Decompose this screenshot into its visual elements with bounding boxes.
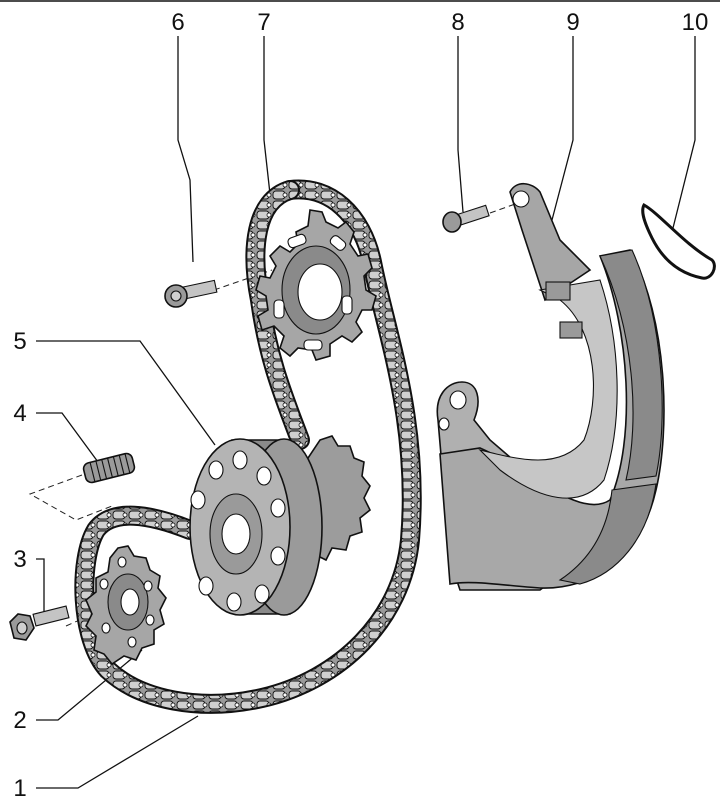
spring bbox=[82, 452, 136, 484]
tensioner-assembly bbox=[436, 182, 665, 591]
bolt-6 bbox=[164, 279, 218, 308]
seal-ring bbox=[641, 202, 716, 280]
crankshaft-sprocket bbox=[85, 545, 167, 666]
intermediate-gear bbox=[189, 435, 372, 616]
callout-6: 6 bbox=[171, 9, 184, 36]
bolt-8 bbox=[442, 204, 490, 233]
callout-9: 9 bbox=[566, 9, 579, 36]
callout-labels: 6 7 8 9 10 5 4 3 2 1 bbox=[13, 9, 708, 802]
callout-3: 3 bbox=[13, 546, 26, 573]
callout-7: 7 bbox=[257, 9, 270, 36]
callout-2: 2 bbox=[13, 707, 26, 734]
bolt-3 bbox=[9, 605, 70, 641]
callout-10: 10 bbox=[682, 9, 709, 36]
callout-1: 1 bbox=[13, 775, 26, 802]
callout-8: 8 bbox=[451, 9, 464, 36]
callout-4: 4 bbox=[13, 400, 26, 427]
callout-5: 5 bbox=[13, 328, 26, 355]
camshaft-sprocket bbox=[255, 209, 377, 361]
timing-chain bbox=[74, 179, 422, 714]
